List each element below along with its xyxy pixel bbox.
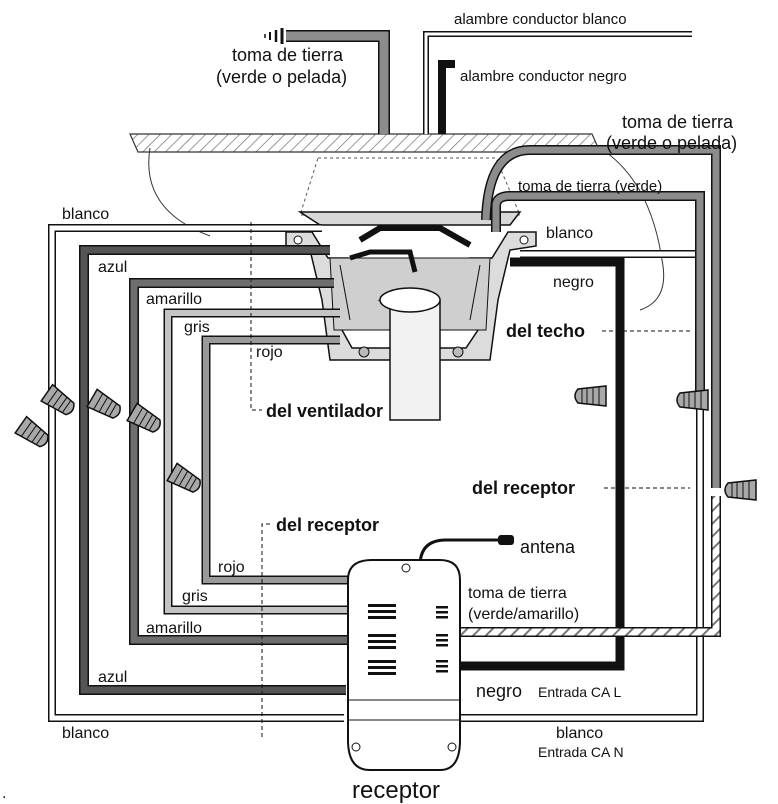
gris-wire xyxy=(163,308,350,615)
label-negro-fan: negro xyxy=(553,274,594,291)
label-black-supply: alambre conductor negro xyxy=(460,68,627,85)
label-blanco-fan: blanco xyxy=(546,225,593,242)
wire-nut-blanco-right-icon xyxy=(676,389,709,411)
blanco-wire xyxy=(48,224,704,722)
label-rojo-bottom: rojo xyxy=(218,559,245,576)
label-gris-bottom: gris xyxy=(182,588,208,605)
label-ground-green: toma de tierra (verde) xyxy=(518,178,662,195)
label-ground-top-line2: (verde o pelada) xyxy=(216,67,347,87)
label-del-techo: del techo xyxy=(506,321,585,341)
negro-wire xyxy=(456,257,625,671)
label-azul-top: azul xyxy=(98,259,127,276)
label-antena: antena xyxy=(520,537,576,557)
label-white-supply: alambre conductor blanco xyxy=(454,11,627,28)
label-ground-receiver-line1: toma de tierra xyxy=(468,585,567,602)
label-amarillo-bottom: amarillo xyxy=(146,620,202,637)
ceiling-background-curve-right xyxy=(599,147,665,311)
rojo-wire xyxy=(201,335,350,585)
label-ground-top-line1: toma de tierra xyxy=(232,45,344,65)
label-rojo-top: rojo xyxy=(256,344,283,361)
wire-nut-azul-icon xyxy=(86,388,125,423)
label-ground-right-line2: (verde o pelada) xyxy=(606,133,737,153)
ground-receiver-wire xyxy=(460,496,721,637)
wire-nut-gris-icon xyxy=(166,462,205,497)
label-del-receptor-right: del receptor xyxy=(472,478,575,498)
wire-nut-blanco-icon xyxy=(40,383,79,420)
label-blanco-bottom: blanco xyxy=(62,725,109,742)
antenna-tip xyxy=(498,535,514,545)
label-negro-input: negro xyxy=(476,681,522,701)
wire-nut-blanco-2-icon xyxy=(14,415,53,452)
wire-nut-ground-icon xyxy=(724,479,757,501)
leader-lines xyxy=(250,222,690,740)
label-receptor: receptor xyxy=(352,777,440,804)
ceiling-background-curve-left xyxy=(148,147,211,237)
label-blanco-input: blanco xyxy=(556,725,603,742)
wire-nut-negro-icon xyxy=(574,385,607,407)
label-ground-right-line1: toma de tierra xyxy=(622,112,734,132)
receiver-unit xyxy=(347,559,461,771)
amarillo-wire xyxy=(129,278,350,645)
label-negro-input-note: Entrada CA L xyxy=(538,684,621,700)
ground-symbol-icon xyxy=(264,28,284,44)
label-blanco-left: blanco xyxy=(62,206,109,223)
ground-ceiling-wire xyxy=(481,145,721,488)
ground-green-wire xyxy=(491,191,705,400)
label-azul-bottom: azul xyxy=(98,669,127,686)
label-del-receptor-left: del receptor xyxy=(276,515,379,535)
label-del-ventilador: del ventilador xyxy=(266,401,383,421)
corner-mark: . xyxy=(2,785,6,802)
azul-wire xyxy=(79,245,346,695)
label-ground-receiver-line2: (verde/amarillo) xyxy=(468,606,579,623)
black-supply-wire xyxy=(438,60,455,134)
label-gris-top: gris xyxy=(184,319,210,336)
label-amarillo-top: amarillo xyxy=(146,291,202,308)
label-blanco-input-note: Entrada CA N xyxy=(538,744,624,760)
